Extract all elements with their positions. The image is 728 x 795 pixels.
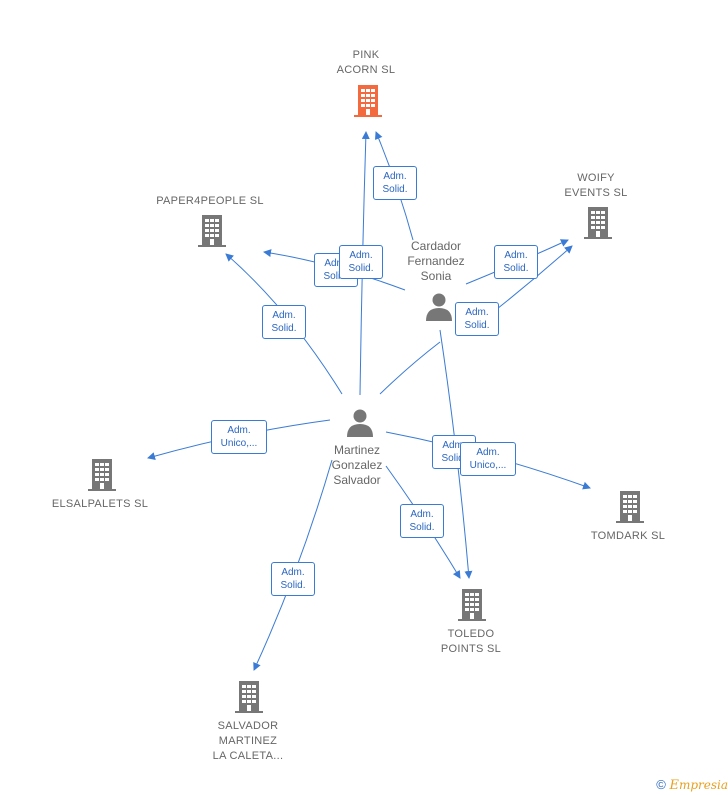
edge-label-badge[interactable]: Adm.Unico,... <box>211 420 267 454</box>
brand-logo-initial: E <box>669 778 679 793</box>
company-label-salvador-caleta: SALVADOR MARTINEZ LA CALETA... <box>212 720 284 762</box>
building-icon-paper4people[interactable] <box>196 214 228 248</box>
building-icon-salvador-caleta[interactable] <box>233 680 265 714</box>
edge-label-badge[interactable]: Adm.Solid. <box>494 245 538 279</box>
building-icon-pink-acorn[interactable] <box>352 84 384 118</box>
person-label-martinez: Martinez Gonzalez Salvador <box>331 443 383 487</box>
company-label-woify: WOIFY EVENTS SL <box>564 172 628 199</box>
edge-label-badge[interactable]: Adm.Solid. <box>455 302 499 336</box>
building-icon-toledo[interactable] <box>456 588 488 622</box>
company-label-toledo: TOLEDO POINTS SL <box>440 628 502 655</box>
edge-label-badge[interactable]: Adm.Solid. <box>339 245 383 279</box>
brand-footer[interactable]: © Empresia <box>656 777 728 793</box>
brand-logo-text: mpresia <box>678 778 728 792</box>
person-icon-cardador[interactable] <box>424 292 454 322</box>
copyright-symbol: © <box>656 777 666 792</box>
building-icon-tomdark[interactable] <box>614 490 646 524</box>
edge-label-badge[interactable]: Adm.Solid. <box>373 166 417 200</box>
building-icon-elsalpalets[interactable] <box>86 458 118 492</box>
edge-label-badge[interactable]: Adm.Solid. <box>262 305 306 339</box>
company-label-paper4people: PAPER4PEOPLE SL <box>156 195 264 207</box>
edge-label-badge[interactable]: Adm.Solid. <box>400 504 444 538</box>
edge-martinez-cardador <box>379 341 441 395</box>
person-label-cardador: Cardador Fernandez Sonia <box>407 239 465 283</box>
edge-label-badge[interactable]: Adm.Unico,... <box>460 442 516 476</box>
building-icon-woify[interactable] <box>582 206 614 240</box>
company-label-tomdark: TOMDARK SL <box>590 530 666 542</box>
company-label-elsalpalets: ELSALPALETS SL <box>51 498 149 510</box>
person-icon-martinez[interactable] <box>345 408 375 438</box>
edge-label-badge[interactable]: Adm.Solid. <box>271 562 315 596</box>
company-label-pink-acorn: PINK ACORN SL <box>336 49 396 76</box>
